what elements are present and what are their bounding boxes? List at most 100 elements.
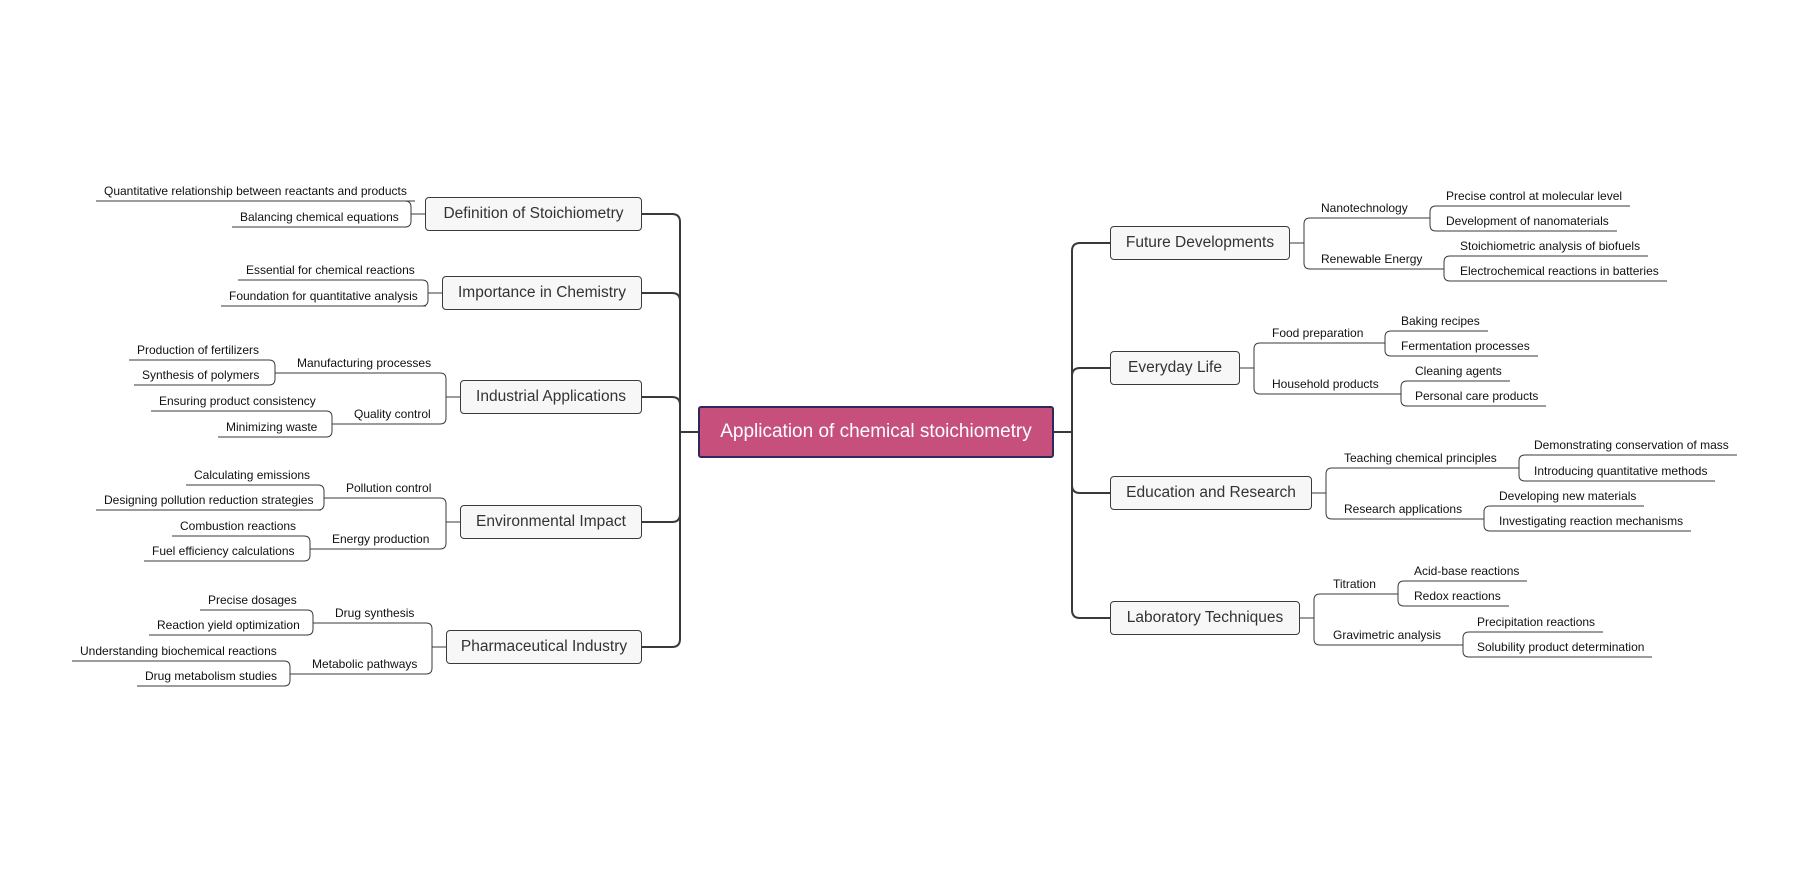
topic-everyday-life[interactable]: Everyday Life xyxy=(1110,351,1240,385)
leaf-node[interactable]: Development of nanomaterials xyxy=(1446,214,1609,228)
leaf-node[interactable]: Synthesis of polymers xyxy=(142,368,260,382)
leaf-node[interactable]: Designing pollution reduction strategies xyxy=(104,493,314,507)
connector-line xyxy=(1313,618,1325,646)
connector-line xyxy=(1429,218,1438,232)
connector-line xyxy=(439,497,447,522)
leaf-node[interactable]: Drug metabolism studies xyxy=(145,669,278,683)
connector-line xyxy=(642,292,681,432)
leaf-node[interactable]: Baking recipes xyxy=(1401,314,1480,328)
subtopic-node[interactable]: Teaching chemical principles xyxy=(1344,451,1497,465)
leaf-node[interactable]: Demonstrating conservation of mass xyxy=(1534,438,1729,452)
connector-line xyxy=(1313,593,1325,618)
leaf-node[interactable]: Investigating reaction mechanisms xyxy=(1499,514,1684,528)
connector-line xyxy=(421,293,429,307)
leaf-node[interactable]: Balancing chemical equations xyxy=(240,210,399,224)
leaf-node[interactable]: Redox reactions xyxy=(1414,589,1501,603)
leaf-node[interactable]: Minimizing waste xyxy=(226,420,318,434)
connector-line xyxy=(1443,255,1452,269)
connector-line xyxy=(642,396,681,432)
leaf-node[interactable]: Fermentation processes xyxy=(1401,339,1530,353)
connector-line xyxy=(324,410,333,424)
subtopic-node[interactable]: Gravimetric analysis xyxy=(1333,628,1442,642)
leaf-node[interactable]: Reaction yield optimization xyxy=(157,618,300,632)
connector-line xyxy=(404,214,412,228)
connector-line xyxy=(1071,432,1110,494)
subtopic-node[interactable]: Quality control xyxy=(354,407,431,421)
connector-line xyxy=(1518,454,1526,468)
topic-future-developments[interactable]: Future Developments xyxy=(1110,226,1290,260)
connector-line xyxy=(283,674,291,687)
topic-education-and-research[interactable]: Education and Research xyxy=(1110,476,1312,510)
connector-line xyxy=(1429,205,1438,218)
connector-line xyxy=(303,549,311,562)
subtopic-node[interactable]: Pollution control xyxy=(346,481,432,495)
leaf-node[interactable]: Foundation for quantitative analysis xyxy=(229,289,418,303)
topic-laboratory-techniques[interactable]: Laboratory Techniques xyxy=(1110,601,1300,635)
connector-line xyxy=(306,623,314,636)
connector-line xyxy=(437,522,447,550)
leaf-node[interactable]: Stoichiometric analysis of biofuels xyxy=(1460,239,1641,253)
leaf-node[interactable]: Precipitation reactions xyxy=(1477,615,1596,629)
subtopic-node[interactable]: Drug synthesis xyxy=(335,606,415,620)
connector-line xyxy=(267,373,276,386)
topic-industrial-applications[interactable]: Industrial Applications xyxy=(460,380,642,414)
connector-line xyxy=(421,279,429,293)
leaf-node[interactable]: Quantitative relationship between reacta… xyxy=(104,184,407,198)
leaf-node[interactable]: Understanding biochemical reactions xyxy=(80,644,277,658)
connector-line xyxy=(1325,467,1336,493)
subtopic-node[interactable]: Household products xyxy=(1272,377,1379,391)
leaf-node[interactable]: Acid-base reactions xyxy=(1414,564,1520,578)
leaf-node[interactable]: Introducing quantitative methods xyxy=(1534,464,1708,478)
connector-line xyxy=(1483,505,1491,519)
leaf-node[interactable]: Calculating emissions xyxy=(194,468,311,482)
connector-line xyxy=(1071,367,1110,432)
connector-line xyxy=(1443,269,1452,282)
connector-line xyxy=(439,397,447,425)
topic-pharmaceutical-industry[interactable]: Pharmaceutical Industry xyxy=(446,630,642,664)
connector-line xyxy=(267,359,276,373)
connector-line xyxy=(642,432,681,523)
subtopic-node[interactable]: Manufacturing processes xyxy=(297,356,432,370)
connector-line xyxy=(404,200,415,214)
connector-line xyxy=(325,424,333,438)
leaf-node[interactable]: Ensuring product consistency xyxy=(159,394,316,408)
connector-line xyxy=(1303,243,1313,270)
leaf-node[interactable]: Precise control at molecular level xyxy=(1446,189,1623,203)
subtopic-node[interactable]: Titration xyxy=(1333,577,1376,591)
connector-line xyxy=(283,660,291,674)
connector-line xyxy=(1071,432,1110,619)
subtopic-node[interactable]: Food preparation xyxy=(1272,326,1364,340)
connector-line xyxy=(439,372,447,397)
connector-line xyxy=(1400,380,1408,394)
leaf-node[interactable]: Cleaning agents xyxy=(1415,364,1502,378)
connector-line xyxy=(1253,342,1264,368)
topic-importance-in-chemistry[interactable]: Importance in Chemistry xyxy=(442,276,642,310)
leaf-node[interactable]: Fuel efficiency calculations xyxy=(152,544,295,558)
connector-line xyxy=(422,622,433,647)
connector-line xyxy=(1384,343,1393,357)
leaf-node[interactable]: Personal care products xyxy=(1415,389,1539,403)
leaf-node[interactable]: Precise dosages xyxy=(208,593,297,607)
subtopic-node[interactable]: Nanotechnology xyxy=(1321,201,1408,215)
subtopic-node[interactable]: Energy production xyxy=(332,532,430,546)
subtopic-node[interactable]: Research applications xyxy=(1344,502,1463,516)
connector-line xyxy=(303,535,311,549)
leaf-node[interactable]: Production of fertilizers xyxy=(137,343,260,357)
subtopic-node[interactable]: Renewable Energy xyxy=(1321,252,1423,266)
central-topic[interactable]: Application of chemical stoichiometry xyxy=(698,406,1054,458)
connector-line xyxy=(1325,493,1336,520)
leaf-node[interactable]: Solubility product determination xyxy=(1477,640,1645,654)
connector-line xyxy=(642,213,681,432)
subtopic-node[interactable]: Metabolic pathways xyxy=(312,657,418,671)
connector-line xyxy=(1071,242,1110,432)
topic-environmental-impact[interactable]: Environmental Impact xyxy=(460,505,642,539)
connector-line xyxy=(1518,468,1526,482)
connector-line xyxy=(1384,330,1393,343)
leaf-node[interactable]: Electrochemical reactions in batteries xyxy=(1460,264,1659,278)
topic-definition-of-stoichiometry[interactable]: Definition of Stoichiometry xyxy=(425,197,642,231)
leaf-node[interactable]: Combustion reactions xyxy=(180,519,297,533)
leaf-node[interactable]: Developing new materials xyxy=(1499,489,1637,503)
connector-line xyxy=(1483,519,1491,532)
leaf-node[interactable]: Essential for chemical reactions xyxy=(246,263,415,277)
